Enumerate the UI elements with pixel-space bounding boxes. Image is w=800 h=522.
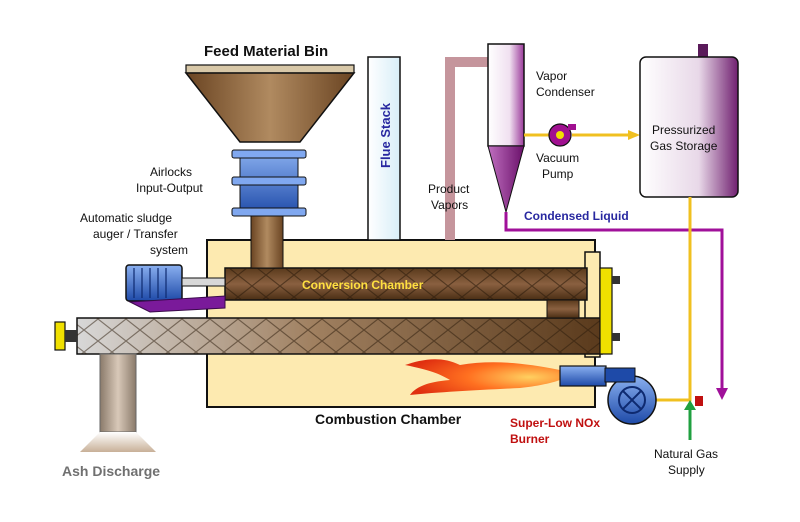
vapor-condenser <box>487 43 525 147</box>
label-conversion-chamber: Conversion Chamber <box>302 278 424 292</box>
label-airlocks-2: Input-Output <box>136 181 203 195</box>
label-gas-storage: Pressurized <box>652 123 715 137</box>
burner-nozzle <box>559 365 607 387</box>
auger-transfer-chute <box>546 299 580 319</box>
label-combustion-chamber: Combustion Chamber <box>315 411 462 427</box>
label-vacuum-pump: Vacuum <box>536 151 579 165</box>
label-natural-gas-supply: Natural Gas <box>654 447 718 461</box>
gas-supply-line <box>640 197 692 402</box>
label-burner-2: Burner <box>510 432 550 446</box>
flue-stack <box>367 56 401 241</box>
gas-storage-valve <box>698 44 708 58</box>
label-vacuum-pump-2: Pump <box>542 167 574 181</box>
label-ash-discharge: Ash Discharge <box>62 463 160 479</box>
label-airlocks: Airlocks <box>150 165 192 179</box>
feed-chute <box>250 215 284 269</box>
label-gas-storage-2: Gas Storage <box>650 139 718 153</box>
label-natural-gas-supply-2: Supply <box>668 463 705 477</box>
label-burner: Super-Low NOx <box>510 416 600 430</box>
label-feed-material-bin: Feed Material Bin <box>204 43 328 60</box>
label-auger-system-2: auger / Transfer <box>93 227 178 241</box>
label-flue-stack: Flue Stack <box>378 102 393 168</box>
label-product-vapors-2: Vapors <box>431 198 468 212</box>
motor-mount <box>128 295 226 313</box>
label-condensed-liquid: Condensed Liquid <box>524 209 629 223</box>
airlock-flange-1 <box>231 149 307 159</box>
label-vapor-condenser-2: Condenser <box>536 85 595 99</box>
burner-flame <box>405 359 560 395</box>
gas-valve <box>695 396 703 406</box>
ash-discharge-pipe <box>99 353 137 433</box>
condenser-cone <box>487 145 525 214</box>
label-product-vapors: Product <box>428 182 470 196</box>
product-vapor-line <box>445 57 492 240</box>
airlock-flange-3 <box>231 207 307 217</box>
label-vapor-condenser: Vapor <box>536 69 567 83</box>
ash-pile <box>80 432 156 452</box>
label-auger-system-3: system <box>150 243 188 257</box>
feed-bin-hopper <box>184 72 356 143</box>
airlock-flange-2 <box>231 176 307 186</box>
auger-end-cap-right <box>599 267 613 355</box>
feed-bin-lid <box>185 64 355 74</box>
condensed-liquid-line <box>504 212 724 392</box>
auger-end-cap-left <box>54 321 66 351</box>
label-auger-system: Automatic sludge <box>80 211 172 225</box>
